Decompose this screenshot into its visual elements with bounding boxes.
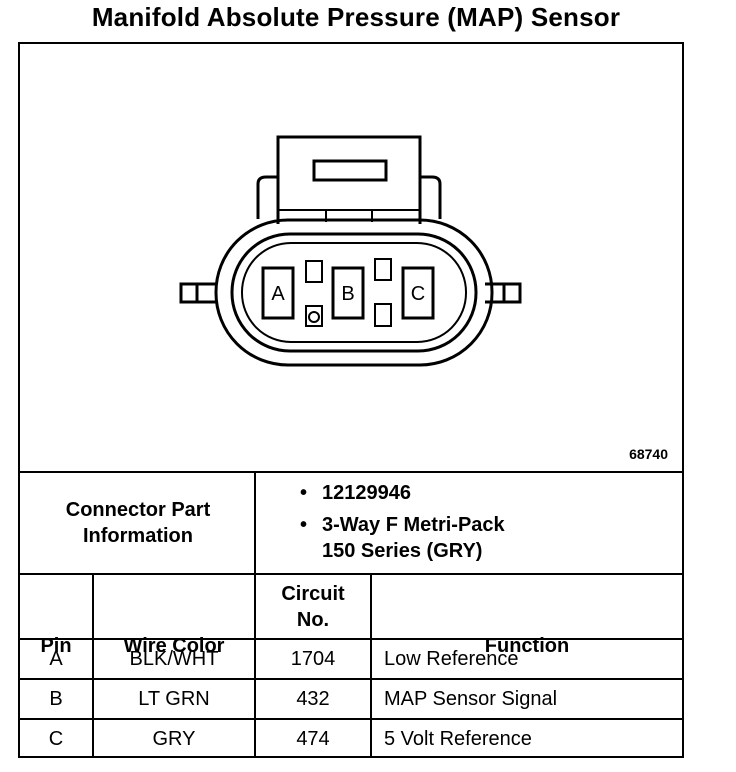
key-slot-4: [374, 303, 392, 327]
page-title: Manifold Absolute Pressure (MAP) Sensor: [91, 2, 621, 32]
header-pin: Pin: [40, 634, 72, 657]
row-b-function: MAP Sensor Signal: [384, 687, 558, 710]
connector-inner-shell: [230, 232, 478, 353]
pin-a-label: A: [271, 283, 285, 305]
divider: [370, 573, 372, 758]
row-b-pin: B: [49, 687, 63, 710]
divider: [20, 573, 682, 575]
header-circuit-line1: Circuit: [281, 583, 345, 605]
row-b-circuit: 432: [296, 687, 330, 710]
row-a-pin: A: [49, 647, 63, 670]
key-slot-2: [305, 305, 323, 327]
connector-description: 3-Way F Metri-Pack 150 Series (GRY): [296, 512, 505, 564]
connector-outer-shell: [214, 218, 494, 367]
connector-frame: A B C 68740 Connector Part Information 1…: [18, 42, 684, 758]
key-slot-1: [305, 260, 323, 283]
connector-terminal-face: [241, 242, 467, 343]
header-wire-color: Wire Color: [123, 634, 225, 657]
pin-b-label: B: [341, 283, 354, 305]
row-c-function: 5 Volt Reference: [384, 727, 532, 750]
row-b-wire-color: LT GRN: [138, 687, 210, 710]
connector-part-information-label: Connector Part Information: [20, 473, 256, 573]
header-circuit-line2: No.: [296, 609, 330, 631]
connector-drawing: A B C: [179, 135, 522, 367]
info-label-line1: Connector Part: [65, 499, 211, 521]
row-c-pin: C: [48, 727, 64, 750]
connector-part-details: 12129946 3-Way F Metri-Pack 150 Series (…: [296, 480, 505, 564]
right-tab: [502, 282, 522, 304]
latch-step: [256, 175, 278, 219]
part-number: 12129946: [296, 480, 505, 506]
header-function: Function: [484, 634, 570, 657]
pin-c-label: C: [411, 283, 425, 305]
row-a-wire-color: BLK/WHT: [129, 647, 219, 670]
latch-housing: [276, 135, 422, 224]
divider: [20, 471, 682, 473]
pin-b-cavity: [331, 266, 365, 320]
key-slot-dot: [308, 311, 320, 323]
divider: [20, 678, 682, 680]
divider: [254, 471, 256, 575]
figure-number: 68740: [629, 446, 668, 462]
row-c-wire-color: GRY: [152, 727, 196, 750]
key-slot-3: [374, 258, 392, 281]
header-circuit-no: Circuit No.: [256, 577, 370, 637]
divider: [254, 573, 256, 758]
connector-diagram: A B C 68740: [20, 44, 682, 471]
left-tab-link: [197, 282, 216, 304]
latch-step-right: [420, 175, 442, 219]
pin-a-cavity: [261, 266, 295, 320]
divider: [20, 638, 682, 640]
description-line2: 150 Series (GRY): [322, 540, 483, 562]
divider: [92, 573, 94, 758]
row-a-circuit: 1704: [290, 647, 336, 670]
left-tab: [179, 282, 199, 304]
right-tab-link: [485, 282, 504, 304]
description-line1: 3-Way F Metri-Pack: [322, 514, 505, 536]
row-c-circuit: 474: [296, 727, 330, 750]
info-label-line2: Information: [83, 525, 193, 547]
row-a-function: Low Reference: [384, 647, 519, 670]
latch-slot: [312, 159, 388, 182]
divider: [20, 718, 682, 720]
pin-c-cavity: [401, 266, 435, 320]
